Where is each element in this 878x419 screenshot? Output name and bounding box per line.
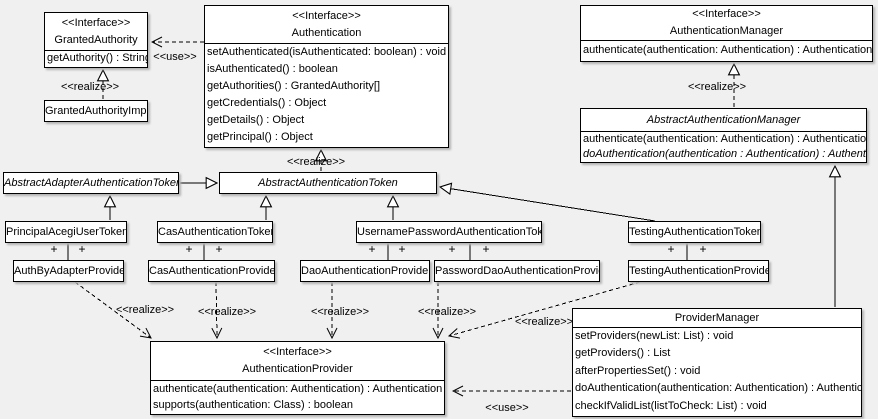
class-title-password-dao-authentication-provider: PasswordDaoAuthenticationProvider bbox=[435, 261, 599, 281]
method-row[interactable]: authenticate(authentication: Authenticat… bbox=[153, 383, 443, 395]
class-title-testing-authentication-provider: TestingAuthenticationProvider bbox=[629, 261, 768, 281]
method-row[interactable]: isAuthenticated() : boolean bbox=[207, 63, 338, 75]
stereotype-label: <<Interface>> bbox=[292, 9, 361, 22]
class-box-abstract-authentication-manager[interactable]: AbstractAuthenticationManager authenticat… bbox=[580, 108, 867, 163]
class-name: GrantedAuthorityImpl bbox=[45, 104, 147, 117]
class-box-auth-by-adapter-provider[interactable]: AuthByAdapterProvider bbox=[13, 260, 124, 282]
stereotype-label: <<Interface>> bbox=[61, 16, 131, 29]
class-name: PrincipalAcegiUserToken bbox=[6, 225, 126, 238]
class-box-cas-authentication-token[interactable]: CasAuthenticationToken bbox=[157, 221, 273, 243]
method-row[interactable]: authenticate(authentication: Authenticat… bbox=[583, 133, 866, 145]
class-box-username-password-authentication-token[interactable]: UsernamePasswordAuthenticationToken bbox=[356, 221, 542, 243]
class-box-testing-authentication-token[interactable]: TestingAuthenticationToken bbox=[628, 221, 761, 243]
method-row[interactable]: authenticate(authentication: Authenticat… bbox=[583, 44, 872, 56]
class-name: AbstractAuthenticationManager bbox=[646, 113, 801, 126]
class-name: ProviderManager bbox=[674, 311, 760, 324]
method-row[interactable]: getPrincipal() : Object bbox=[207, 131, 313, 143]
class-name: DaoAuthenticationProvider bbox=[301, 264, 429, 277]
methods-compartment: setAuthenticated(isAuthenticated: boolea… bbox=[205, 44, 448, 146]
class-box-principal-acegi-user-token[interactable]: PrincipalAcegiUserToken bbox=[5, 221, 127, 243]
class-box-granted-authority-impl[interactable]: GrantedAuthorityImpl bbox=[44, 100, 148, 122]
method-row[interactable]: getProviders() : List bbox=[575, 347, 671, 360]
class-title-authentication-provider: <<Interface>> AuthenticationProvider bbox=[151, 342, 444, 381]
class-name: AuthenticationManager bbox=[669, 25, 784, 37]
method-row[interactable]: checkIfValidList(listToCheck: List) : vo… bbox=[575, 399, 767, 412]
method-row[interactable]: getDetails() : Object bbox=[207, 114, 305, 126]
class-title-granted-authority-impl: GrantedAuthorityImpl bbox=[45, 101, 147, 121]
edge-realize-casprovider-to-authenticationprovider[interactable] bbox=[216, 281, 217, 338]
class-title-principal-acegi-user-token: PrincipalAcegiUserToken bbox=[6, 222, 126, 242]
class-title-authentication-manager: <<Interface>> AuthenticationManager bbox=[581, 6, 872, 41]
class-name: AbstractAdapterAuthenticationToken bbox=[4, 176, 178, 189]
class-title-cas-authentication-token: CasAuthenticationToken bbox=[158, 222, 272, 242]
class-name: Authentication bbox=[291, 26, 362, 39]
stereotype-label: <<Interface>> bbox=[263, 346, 332, 358]
class-name: AuthenticationProvider bbox=[242, 363, 353, 375]
class-box-abstract-authentication-token[interactable]: AbstractAuthenticationToken bbox=[219, 172, 437, 194]
class-box-abstract-adapter-authentication-token[interactable]: AbstractAdapterAuthenticationToken bbox=[3, 172, 179, 194]
class-name: PasswordDaoAuthenticationProvider bbox=[435, 264, 599, 277]
class-box-provider-manager[interactable]: ProviderManager setProviders(newList: Lis… bbox=[572, 308, 862, 417]
class-box-authentication-provider[interactable]: <<Interface>> AuthenticationProvider authe… bbox=[150, 341, 445, 415]
method-row[interactable]: setAuthenticated(isAuthenticated: boolea… bbox=[207, 46, 447, 58]
methods-compartment: authenticate(authentication: Authenticat… bbox=[581, 41, 872, 60]
class-box-authentication[interactable]: <<Interface>> Authentication setAuthentica… bbox=[204, 5, 449, 148]
class-name: TestingAuthenticationProvider bbox=[629, 264, 768, 277]
class-name: AbstractAuthenticationToken bbox=[258, 176, 398, 189]
edge-group bbox=[67, 42, 835, 391]
class-box-cas-authentication-provider[interactable]: CasAuthenticationProvider bbox=[148, 260, 275, 282]
class-name: UsernamePasswordAuthenticationToken bbox=[357, 225, 541, 238]
class-box-password-dao-authentication-provider[interactable]: PasswordDaoAuthenticationProvider bbox=[434, 260, 600, 282]
class-title-abstract-authentication-token: AbstractAuthenticationToken bbox=[220, 173, 436, 193]
stereotype-label: <<Interface>> bbox=[692, 8, 761, 20]
method-row[interactable]: doAuthentication(authentication: Authent… bbox=[575, 382, 861, 395]
method-row[interactable]: getAuthorities() : GrantedAuthority[] bbox=[207, 80, 381, 92]
methods-compartment: getAuthority() : String bbox=[45, 51, 147, 66]
class-box-dao-authentication-provider[interactable]: DaoAuthenticationProvider bbox=[300, 260, 430, 282]
class-name: CasAuthenticationToken bbox=[158, 225, 272, 238]
class-title-granted-authority: <<Interface>> GrantedAuthority bbox=[45, 13, 147, 51]
class-name: CasAuthenticationProvider bbox=[149, 264, 274, 277]
methods-compartment: authenticate(authentication: Authenticat… bbox=[151, 381, 444, 413]
methods-compartment: setProviders(newList: List) : void getPro… bbox=[573, 328, 861, 415]
class-name: AuthByAdapterProvider bbox=[14, 264, 123, 277]
class-title-provider-manager: ProviderManager bbox=[573, 309, 861, 328]
method-row[interactable]: supports(authentication: Class) : boolea… bbox=[153, 399, 353, 411]
method-row[interactable]: getAuthority() : String bbox=[47, 52, 147, 64]
class-box-authentication-manager[interactable]: <<Interface>> AuthenticationManager authen… bbox=[580, 5, 873, 62]
class-name: TestingAuthenticationToken bbox=[629, 225, 760, 238]
class-title-cas-authentication-provider: CasAuthenticationProvider bbox=[149, 261, 274, 281]
method-row[interactable]: afterPropertiesSet() : void bbox=[575, 364, 701, 377]
edge-realize-authbyadapterprovider-to-authenticationprovider[interactable] bbox=[74, 281, 151, 338]
edge-generalize-testingtoken-to-abstractauthenticationtoken[interactable] bbox=[440, 187, 656, 222]
method-row[interactable]: doAuthentication(authentication : Authen… bbox=[583, 147, 866, 160]
class-title-abstract-authentication-manager: AbstractAuthenticationManager bbox=[581, 109, 866, 132]
class-title-username-password-authentication-token: UsernamePasswordAuthenticationToken bbox=[357, 222, 541, 242]
edge-realize-testingprovider-to-authenticationprovider[interactable] bbox=[449, 281, 641, 336]
class-box-testing-authentication-provider[interactable]: TestingAuthenticationProvider bbox=[628, 260, 769, 282]
class-title-abstract-adapter-authentication-token: AbstractAdapterAuthenticationToken bbox=[4, 173, 178, 193]
class-title-testing-authentication-token: TestingAuthenticationToken bbox=[629, 222, 760, 242]
method-row[interactable]: getCredentials() : Object bbox=[207, 97, 327, 109]
class-box-granted-authority[interactable]: <<Interface>> GrantedAuthority getAuthorit… bbox=[44, 12, 148, 68]
class-title-auth-by-adapter-provider: AuthByAdapterProvider bbox=[14, 261, 123, 281]
class-name: GrantedAuthority bbox=[54, 33, 138, 46]
method-row[interactable]: setProviders(newList: List) : void bbox=[575, 330, 734, 342]
class-title-dao-authentication-provider: DaoAuthenticationProvider bbox=[301, 261, 429, 281]
class-title-authentication: <<Interface>> Authentication bbox=[205, 6, 448, 44]
methods-compartment: authenticate(authentication: Authenticat… bbox=[581, 132, 866, 161]
